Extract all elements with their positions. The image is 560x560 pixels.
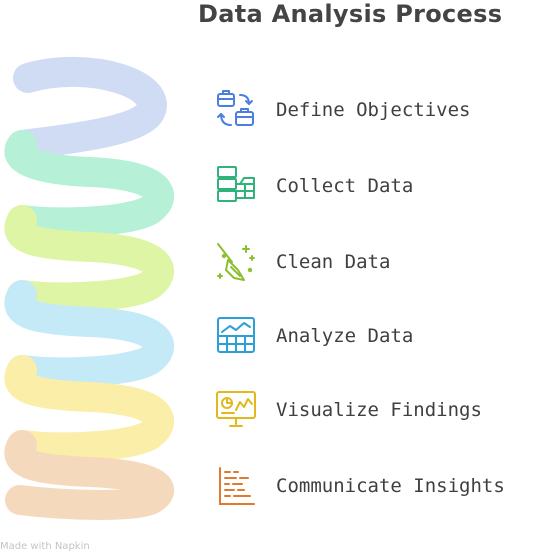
footer-watermark: Made with Napkin xyxy=(0,541,90,552)
database-table-icon xyxy=(212,162,260,210)
spiral-loop-5 xyxy=(4,355,174,463)
briefcase-swap-icon xyxy=(212,86,260,134)
document-lines-icon xyxy=(212,462,260,510)
step-clean-data: Clean Data xyxy=(212,238,560,286)
spiral-loop-3 xyxy=(4,205,174,313)
step-label: Clean Data xyxy=(276,251,391,273)
diagram-title: Data Analysis Process xyxy=(198,0,503,28)
spiral-loop-1 xyxy=(7,56,167,160)
broom-sparkle-icon xyxy=(212,238,260,286)
step-collect-data: Collect Data xyxy=(212,162,560,210)
step-label: Communicate Insights xyxy=(276,475,505,497)
step-analyze-data: Analyze Data xyxy=(212,312,560,360)
step-visualize-findings: Visualize Findings xyxy=(212,386,560,434)
step-label: Analyze Data xyxy=(276,325,414,347)
dashboard-monitor-icon xyxy=(212,386,260,434)
chart-grid-icon xyxy=(212,312,260,360)
spiral-loop-4 xyxy=(4,280,174,388)
step-label: Collect Data xyxy=(276,175,414,197)
spiral-coil xyxy=(4,56,174,520)
spiral-loop-2 xyxy=(4,130,174,238)
step-label: Define Objectives xyxy=(276,99,471,121)
spiral-loop-6 xyxy=(4,430,174,520)
step-define-objectives: Define Objectives xyxy=(212,86,560,134)
step-label: Visualize Findings xyxy=(276,399,482,421)
step-communicate-insights: Communicate Insights xyxy=(212,462,560,510)
